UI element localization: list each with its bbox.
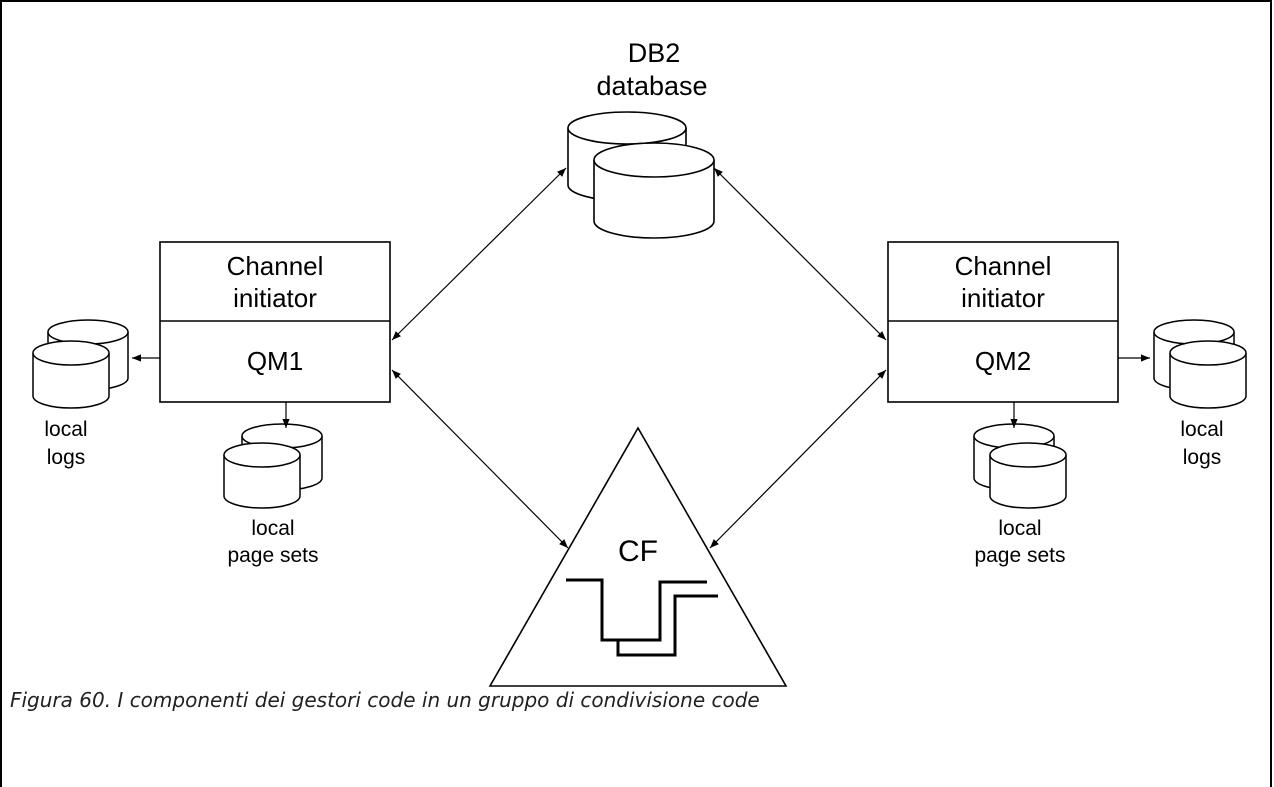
right-pagesets-label-line2: page sets [974, 544, 1065, 567]
db2-label-line1: DB2 [628, 38, 681, 68]
left-local-logs-icon [32, 319, 129, 409]
right-logs-label-line2: logs [1183, 446, 1222, 469]
coupling-facility-icon [488, 426, 788, 687]
left-logs-label-line2: logs [47, 446, 86, 469]
qm1-channel-initiator-line2: initiator [233, 283, 317, 313]
figure-caption: Figura 60. I componenti dei gestori code… [10, 688, 760, 712]
qm2-channel-initiator-line2: initiator [961, 283, 1045, 313]
db2-label-line2: database [596, 71, 707, 101]
connectors [132, 167, 1150, 549]
left-logs-label-line1: local [44, 418, 87, 441]
left-local-page-sets-icon [223, 423, 323, 509]
right-local-logs-icon [1153, 319, 1247, 409]
qm1-box [159, 241, 391, 403]
db2-database-icon [567, 111, 715, 239]
qm2-cf-arrow [709, 369, 887, 549]
qm1-cf-arrow [391, 369, 569, 549]
right-pagesets-label-line1: local [998, 517, 1041, 540]
left-pagesets-label-line2: page sets [227, 544, 318, 567]
qm2-box [887, 241, 1119, 403]
qm1-channel-initiator-line1: Channel [227, 251, 324, 281]
qm1-db2-arrow [391, 167, 567, 341]
right-logs-label-line1: local [1180, 418, 1223, 441]
qm1-label: QM1 [247, 346, 303, 376]
right-local-page-sets-icon [973, 423, 1067, 509]
qm2-db2-arrow [713, 167, 887, 341]
qm2-channel-initiator-line1: Channel [955, 251, 1052, 281]
cf-label: CF [618, 535, 658, 568]
qm2-label: QM2 [975, 346, 1031, 376]
left-pagesets-label-line1: local [251, 517, 294, 540]
